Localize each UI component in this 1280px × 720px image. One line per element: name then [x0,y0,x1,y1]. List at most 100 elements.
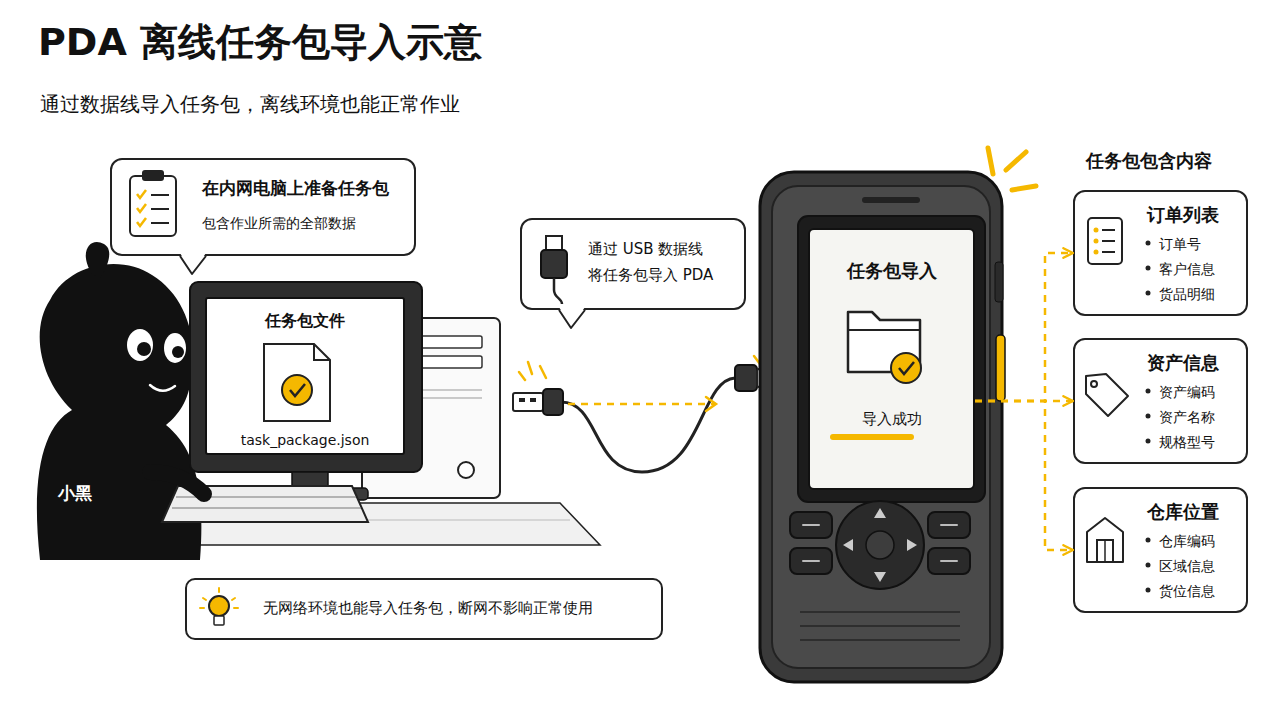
node-heading: 任务包导入 [810,260,973,282]
attention-marks [988,148,993,174]
folder-icon [848,312,921,383]
node-heading: 在内网电脑上准备任务包 [202,178,389,198]
bubble-tail [180,253,206,273]
node-heading: 订单列表 [1147,204,1219,226]
pda-device [800,625,960,627]
pda-device [843,539,853,551]
pda-screen: 任务包导入导入成功 [808,228,975,490]
node-heading: 资产信息 [1147,352,1219,374]
node-text: 货位信息 [1159,583,1215,600]
pda-device [941,524,957,526]
clipboard-icon [151,222,169,224]
pda-device [941,560,957,562]
list-bullet [1146,414,1151,419]
list-icon [1094,239,1099,244]
clipboard-icon [130,176,176,236]
file-icon [314,344,330,360]
cartoon-character [164,333,186,363]
tag-icon [1086,374,1128,416]
clipboard-icon [137,218,146,226]
usb-icon [546,236,562,250]
pda-device [862,197,920,203]
usb-icon [541,236,567,304]
node-text: task_package.json [207,432,403,449]
clipboard-icon [151,208,169,210]
speech-bubble: 通过 USB 数据线 将任务包导入 PDA [520,218,746,310]
list-bullet [1146,389,1151,394]
warehouse-icon [1087,518,1123,562]
file-icon [282,375,312,405]
bubble-tail [180,256,206,274]
keyboard [150,472,204,494]
subtitle: 通过数据线导入任务包，离线环境也能正常作业 [40,92,460,116]
file-icon [264,344,330,421]
bubble-tail [559,307,585,327]
node-text: 资产名称 [1159,409,1215,426]
list-icon [1088,218,1122,264]
usb-cable [513,365,785,472]
node-text: 规格型号 [1159,434,1215,451]
usb-icon [541,250,567,278]
pda-device [907,539,917,551]
folder-icon [899,362,914,374]
content-card: 资产信息资产编码资产名称规格型号 [1073,338,1248,464]
folder-icon [848,312,920,372]
keyboard [172,508,361,509]
list-bullet [1146,563,1151,568]
bulb-icon [203,598,206,600]
list-bullet [1146,241,1151,593]
pda-device [800,639,960,641]
clipboard-icon [137,190,146,198]
usb-cable [561,378,735,472]
content-card: 仓库位置仓库编码区域信息货位信息 [1073,487,1248,613]
bulb-icon [232,598,235,600]
progress-bar [830,434,914,440]
pda-device [836,501,924,589]
usb-cable [543,389,563,415]
usb-cable [735,365,757,391]
node-text: 导入成功 [810,410,973,428]
attention-marks [1012,186,1036,190]
node-heading: 通过 USB 数据线 将任务包导入 PDA [588,236,724,289]
node-text: 货品明细 [1159,286,1215,303]
node-text: 仓库编码 [1159,533,1215,550]
progress-bar [830,434,914,440]
attention-marks [988,148,1036,190]
list-icon [1094,250,1099,255]
monitor [190,282,422,500]
pda-device [790,512,832,538]
pda-device [874,572,886,582]
bubble-tail [559,310,585,328]
pda-device [996,335,1005,401]
pda-device [843,508,917,582]
warehouse-icon [1104,540,1106,562]
folder-icon [891,353,921,383]
clipboard-icon [137,204,146,212]
node-text: 资产编码 [1159,384,1215,401]
dashed-arrow [975,253,1073,401]
spark-marks [540,366,546,378]
list-bullet [1146,538,1151,543]
node-text: 区域信息 [1159,558,1215,575]
cartoon-character [150,385,175,391]
pda-device [803,560,819,562]
list-icon [1102,229,1115,231]
transfer-arrow [568,403,714,406]
spark-marks [519,348,778,380]
pda-device [803,524,819,526]
pda-device [798,216,985,502]
diagram-title: PDA 离线任务包导入示意 [38,20,482,66]
pda-device [803,525,957,561]
usb-cable [530,398,536,402]
node-text: 客户信息 [1159,261,1215,278]
bulb-icon [234,607,238,609]
bubble-tail [180,253,585,328]
pda-device [928,512,970,538]
transfer-arrow [706,397,716,411]
cartoon-character [127,329,153,361]
keyboard [150,472,368,522]
list-icon [1102,240,1115,242]
pda-device [800,611,960,613]
